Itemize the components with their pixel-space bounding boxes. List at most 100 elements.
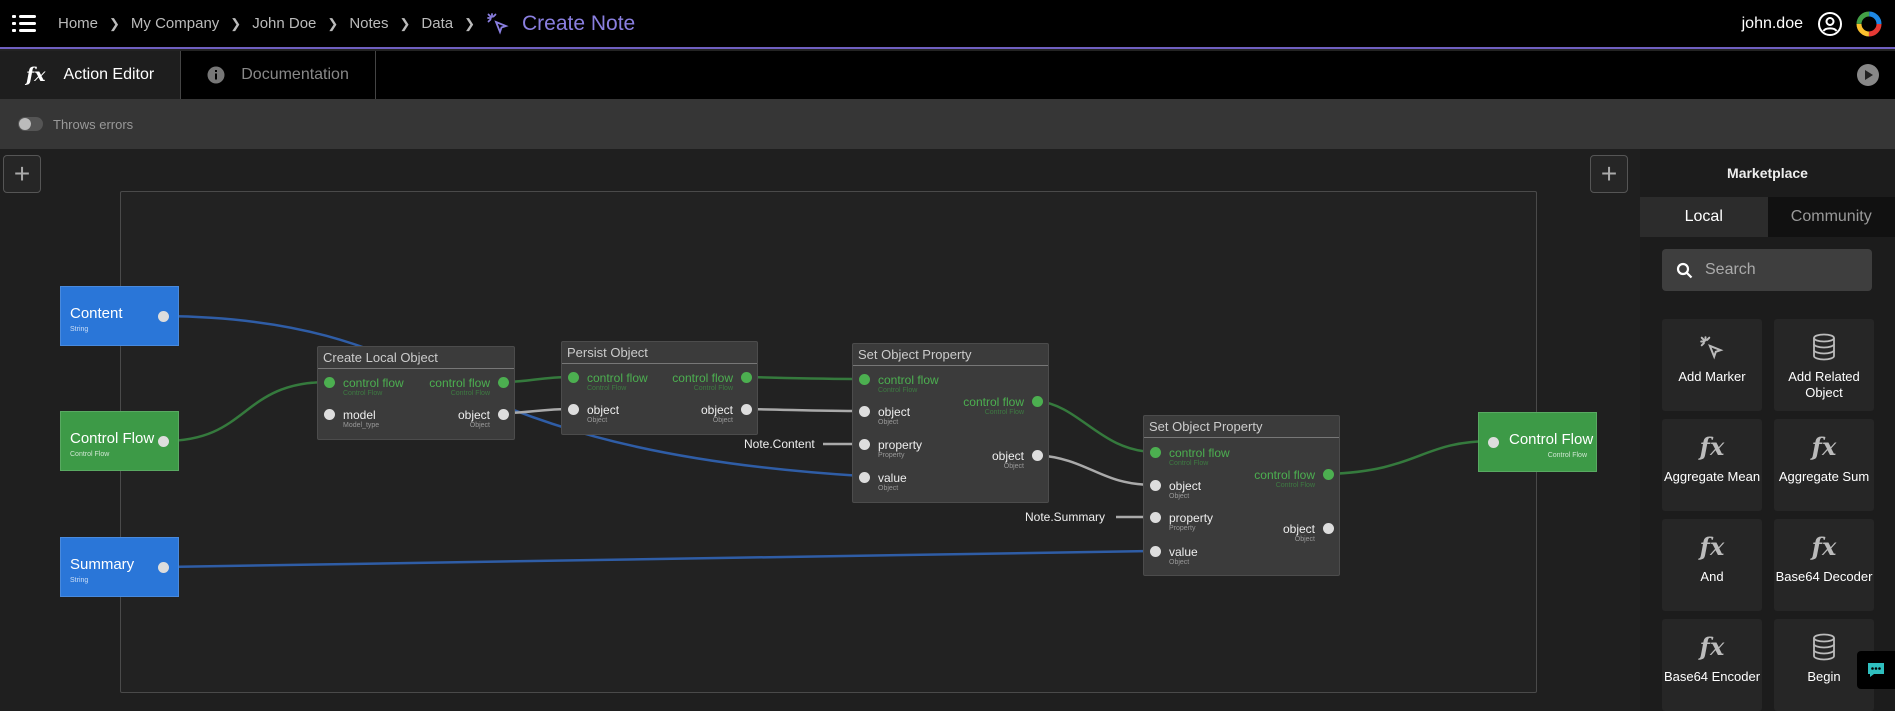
constant-note-content[interactable]: Note.Content — [744, 437, 815, 451]
marketplace-tabs: Local Community — [1640, 197, 1895, 237]
search-input[interactable] — [1705, 261, 1855, 279]
input-port-property[interactable] — [1150, 512, 1161, 523]
chevron-right-icon: ❯ — [399, 15, 411, 31]
tab-label: Action Editor — [63, 66, 155, 83]
input-port-property[interactable] — [859, 439, 870, 450]
breadcrumb-user[interactable]: John Doe — [252, 15, 317, 32]
output-port-control-flow[interactable] — [741, 372, 752, 383]
market-item-base64-decoder[interactable]: fx Base64 Decoder — [1774, 519, 1874, 611]
chevron-right-icon: ❯ — [464, 15, 475, 31]
chat-button[interactable] — [1857, 651, 1895, 689]
app-logo-icon[interactable] — [1855, 10, 1883, 38]
breadcrumb-home[interactable]: Home — [58, 15, 99, 32]
input-port-value[interactable] — [1150, 546, 1161, 557]
output-port[interactable] — [158, 436, 169, 447]
chevron-right-icon: ❯ — [109, 15, 120, 31]
tab-community[interactable]: Community — [1767, 197, 1895, 237]
item-label: Begin — [1807, 669, 1841, 684]
cursor-click-icon — [487, 12, 509, 35]
wire-obj-3 — [1036, 453, 1155, 487]
add-output-button[interactable]: + — [1590, 155, 1628, 193]
input-port-object[interactable] — [568, 404, 579, 415]
marketplace-title: Marketplace — [1727, 165, 1808, 181]
item-label: Aggregate Sum — [1778, 469, 1870, 484]
page-title: Create Note — [522, 11, 636, 35]
output-port-object[interactable] — [1323, 523, 1334, 534]
output-port-object[interactable] — [741, 404, 752, 415]
node-title: Control Flow — [70, 430, 155, 447]
constant-note-summary[interactable]: Note.Summary — [1025, 510, 1106, 524]
market-item-add-related-object[interactable]: Add Related Object — [1774, 319, 1874, 411]
item-label: Add Related Object — [1788, 369, 1860, 400]
item-label: Base64 Encoder — [1663, 669, 1761, 684]
market-item-base64-encoder[interactable]: fx Base64 Encoder — [1662, 619, 1762, 711]
output-port-control-flow[interactable] — [1032, 396, 1043, 407]
tab-local[interactable]: Local — [1640, 197, 1768, 237]
node-title: Persist Object — [562, 342, 757, 364]
input-port-control-flow[interactable] — [324, 377, 335, 388]
output-port-control-flow[interactable] — [498, 377, 509, 388]
info-icon — [207, 66, 225, 84]
input-port-value[interactable] — [859, 472, 870, 483]
input-port-object[interactable] — [1150, 480, 1161, 491]
fx-icon: fx — [1811, 532, 1837, 561]
market-item-aggregate-mean[interactable]: fx Aggregate Mean — [1662, 419, 1762, 511]
input-port-model[interactable] — [324, 409, 335, 420]
input-port-control-flow[interactable] — [1150, 447, 1161, 458]
user-circle-icon[interactable] — [1817, 11, 1843, 37]
input-port-object[interactable] — [859, 406, 870, 417]
output-port-control-flow[interactable] — [1323, 469, 1334, 480]
tab-action-editor[interactable]: fx Action Editor — [0, 51, 182, 99]
editor-tabs: fx Action Editor Documentation — [0, 51, 1895, 99]
marketplace-panel: Marketplace Local Community Add Marker A… — [1640, 149, 1895, 711]
input-node-summary[interactable]: Summary String — [60, 537, 179, 597]
wire-obj-2 — [745, 407, 864, 413]
input-node-content[interactable]: Content String — [60, 286, 179, 346]
breadcrumb-notes[interactable]: Notes — [349, 15, 389, 32]
output-node-control-flow[interactable]: Control Flow Control Flow — [1478, 412, 1597, 472]
run-play-icon[interactable] — [1857, 64, 1879, 86]
top-bar: Home ❯ My Company ❯ John Doe ❯ Notes ❯ D… — [0, 0, 1895, 49]
market-item-and[interactable]: fx And — [1662, 519, 1762, 611]
market-item-add-marker[interactable]: Add Marker — [1662, 319, 1762, 411]
node-title: Set Object Property — [853, 344, 1048, 366]
username[interactable]: john.doe — [1741, 14, 1803, 32]
breadcrumb-current: Create Note — [486, 12, 635, 36]
breadcrumb-company[interactable]: My Company — [130, 15, 220, 32]
input-node-control-flow[interactable]: Control Flow Control Flow — [60, 411, 179, 471]
fx-icon: fx — [1811, 432, 1837, 461]
output-port[interactable] — [158, 311, 169, 322]
item-label: Add Marker — [1678, 369, 1746, 384]
node-type: Control Flow — [1547, 452, 1587, 459]
input-port-control-flow[interactable] — [568, 372, 579, 383]
market-item-aggregate-sum[interactable]: fx Aggregate Sum — [1774, 419, 1874, 511]
breadcrumb-data[interactable]: Data — [421, 15, 454, 32]
tab-documentation[interactable]: Documentation — [181, 51, 376, 99]
database-icon — [1812, 619, 1836, 661]
output-port[interactable] — [158, 562, 169, 573]
input-port[interactable] — [1488, 437, 1499, 448]
throws-errors-toggle[interactable] — [18, 117, 43, 131]
output-port-object[interactable] — [1032, 450, 1043, 461]
flow-canvas[interactable]: + + Content String Control Flow Control … — [0, 149, 1640, 711]
input-port-control-flow[interactable] — [859, 374, 870, 385]
output-port-object[interactable] — [498, 409, 509, 420]
add-input-button[interactable]: + — [3, 155, 41, 193]
fx-icon: fx — [1699, 632, 1725, 661]
search-icon — [1676, 262, 1693, 278]
item-label: And — [1700, 569, 1724, 584]
menu-icon[interactable] — [12, 14, 36, 34]
